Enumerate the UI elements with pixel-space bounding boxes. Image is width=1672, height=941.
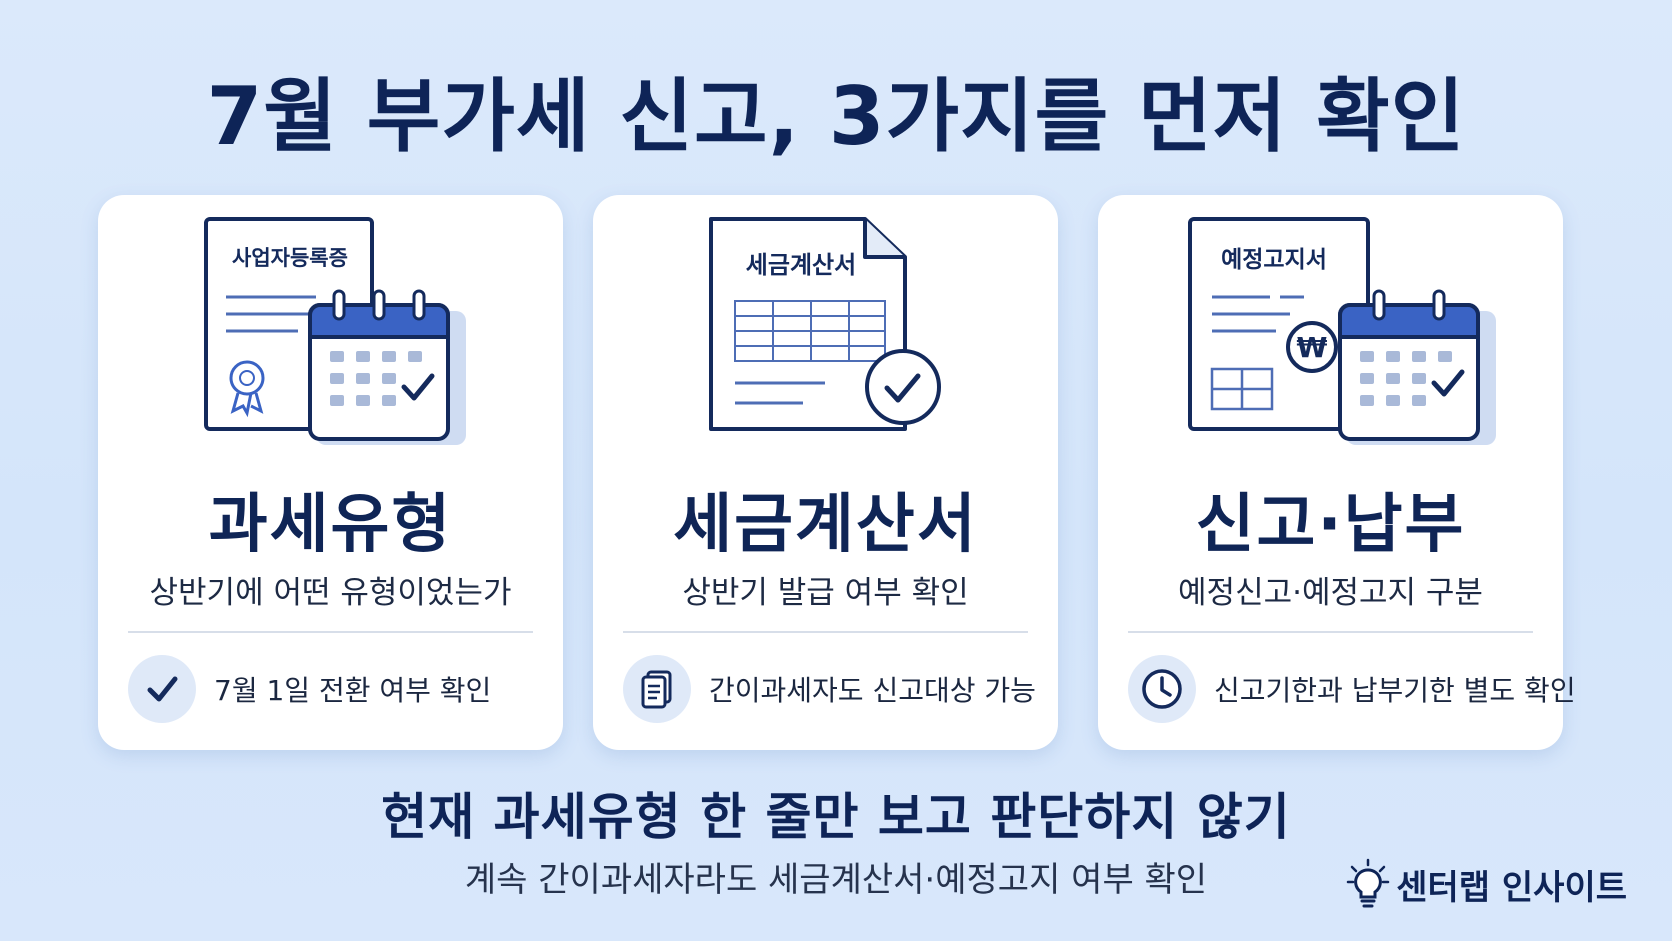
divider bbox=[623, 631, 1028, 633]
card-subtitle: 상반기 발급 여부 확인 bbox=[682, 575, 969, 611]
bottom-subtitle: 계속 간이과세자라도 세금계산서·예정고지 여부 확인 bbox=[464, 860, 1208, 900]
registration-calendar-illustration: 사업자등록증 bbox=[204, 217, 466, 445]
footer-text: 신고기한과 납부기한 별도 확인 bbox=[1214, 674, 1576, 707]
divider bbox=[128, 631, 533, 633]
card-heading: 세금계산서 bbox=[673, 488, 978, 562]
bottom-title: 현재 과세유형 한 줄만 보고 판단하지 않기 bbox=[381, 788, 1291, 846]
card-footer: 신고기한과 납부기한 별도 확인 bbox=[1128, 653, 1576, 725]
footer-text: 7월 1일 전환 여부 확인 bbox=[214, 674, 492, 707]
notice-calendar-illustration: 예정고지서 ₩ bbox=[1188, 217, 1496, 445]
notice-document-icon: 예정고지서 ₩ bbox=[1188, 217, 1370, 431]
divider bbox=[1128, 631, 1533, 633]
card-footer: 7월 1일 전환 여부 확인 bbox=[128, 653, 543, 725]
won-symbol: ₩ bbox=[1297, 331, 1328, 364]
card-filing-payment: 예정고지서 ₩ 신고·납부 bbox=[1098, 195, 1576, 750]
check-badge-icon bbox=[865, 349, 941, 425]
doc-label-registration: 사업자등록증 bbox=[232, 246, 348, 270]
card-heading: 신고·납부 bbox=[1195, 488, 1466, 562]
invoice-illustration: 세금계산서 bbox=[709, 217, 941, 431]
footer-text: 간이과세자도 신고대상 가능 bbox=[709, 674, 1036, 707]
card-subtitle: 상반기에 어떤 유형이었는가 bbox=[149, 575, 512, 611]
calendar-icon bbox=[1338, 289, 1496, 445]
card-tax-type: 사업자등록증 과세유형 상반기에 어떤 유형이었는가 bbox=[98, 195, 563, 750]
lightbulb-icon bbox=[1346, 858, 1390, 908]
doc-label-notice: 예정고지서 bbox=[1221, 247, 1327, 273]
card-footer: 간이과세자도 신고대상 가능 bbox=[623, 653, 1038, 725]
calendar-icon bbox=[308, 289, 466, 445]
doc-label-invoice: 세금계산서 bbox=[746, 251, 856, 279]
page-title: 7월 부가세 신고, 3가지를 먼저 확인 bbox=[206, 70, 1466, 163]
check-icon bbox=[128, 655, 196, 723]
card-heading: 과세유형 bbox=[208, 488, 453, 562]
card-tax-invoice: 세금계산서 세금계산서 상반기 발급 여부 확인 bbox=[593, 195, 1058, 750]
invoice-document-icon: 세금계산서 bbox=[709, 217, 907, 431]
brand-name: 센터랩 인사이트 bbox=[1396, 867, 1627, 908]
clock-icon bbox=[1128, 655, 1196, 723]
brand-logo: 센터랩 인사이트 bbox=[1346, 858, 1627, 910]
card-subtitle: 예정신고·예정고지 구분 bbox=[1178, 575, 1483, 611]
document-icon bbox=[623, 655, 691, 723]
